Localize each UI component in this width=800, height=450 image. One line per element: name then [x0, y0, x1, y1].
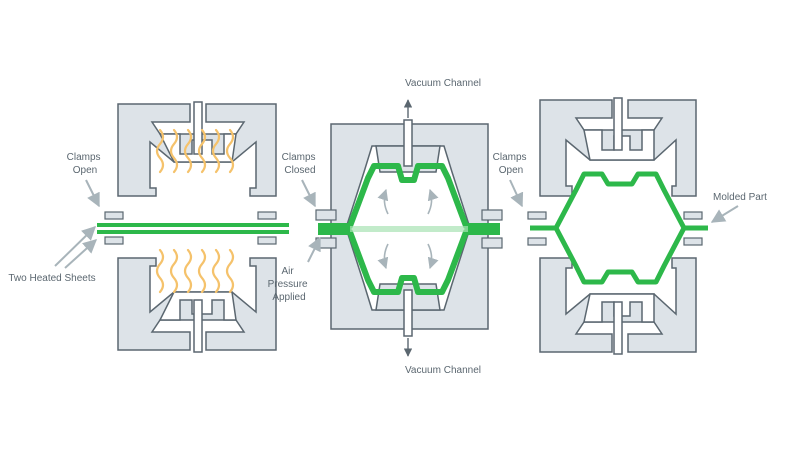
pointer-molded-part [710, 205, 739, 223]
clamp-closed-right-top [481, 209, 503, 221]
clamp-top-right [257, 211, 277, 220]
clamp-open-left-bottom [527, 237, 547, 246]
vacuum-shaft-top-left [193, 101, 203, 155]
label-vacuum-channel-bottom: Vacuum Channel [405, 365, 481, 376]
clamp-bottom-right [257, 236, 277, 245]
label-clamps-closed: Clamps Closed [282, 152, 319, 176]
vacuum-shaft-bottom-left [193, 299, 203, 353]
stage-1-heating [97, 101, 289, 353]
label-clamps-open-left: Clamps Open [67, 152, 104, 176]
heat-waves-lower [155, 248, 235, 294]
sheet-plane-ghost [350, 226, 468, 232]
clamp-bottom-left [104, 236, 124, 245]
vacuum-shaft-top-center [403, 119, 413, 167]
pointer-heated-sheet-lower [64, 239, 98, 269]
vacuum-shaft-bottom-center [403, 289, 413, 337]
clamp-open-left-top [527, 211, 547, 220]
heated-sheet-lower [97, 230, 289, 234]
formed-sheet-lower [318, 229, 500, 295]
pointer-clamps-open-right [509, 179, 524, 208]
label-vacuum-channel-top: Vacuum Channel [405, 78, 481, 89]
vacuum-shaft-bottom-right [613, 301, 623, 355]
molded-part [530, 171, 708, 285]
clamp-closed-right-bottom [481, 237, 503, 249]
pointer-clamps-closed [301, 179, 316, 208]
labels: Clamps Open Two Heated Sheets Clamps Clo… [8, 78, 767, 376]
pointer-air-pressure [307, 236, 321, 263]
heated-sheet-upper [97, 223, 289, 227]
formed-sheet-upper [318, 163, 500, 229]
label-clamps-open-right: Clamps Open [493, 152, 530, 176]
clamp-open-right-top [683, 211, 703, 220]
stage-2-forming [315, 99, 503, 357]
heat-waves-upper [155, 128, 235, 174]
clamp-closed-left-top [315, 209, 337, 221]
vacuum-shaft-top-right [613, 97, 623, 151]
air-pressure-arrows [377, 188, 439, 270]
clamp-top-left [104, 211, 124, 220]
clamp-open-right-bottom [683, 237, 703, 246]
stage-3-molded-part [527, 97, 708, 355]
pointer-heated-sheet-upper [54, 226, 97, 267]
pointer-clamps-open-left [85, 179, 100, 208]
label-molded-part: Molded Part [713, 192, 767, 203]
label-air-pressure-applied: Air Pressure Applied [268, 266, 311, 303]
label-two-heated-sheets: Two Heated Sheets [8, 273, 95, 284]
